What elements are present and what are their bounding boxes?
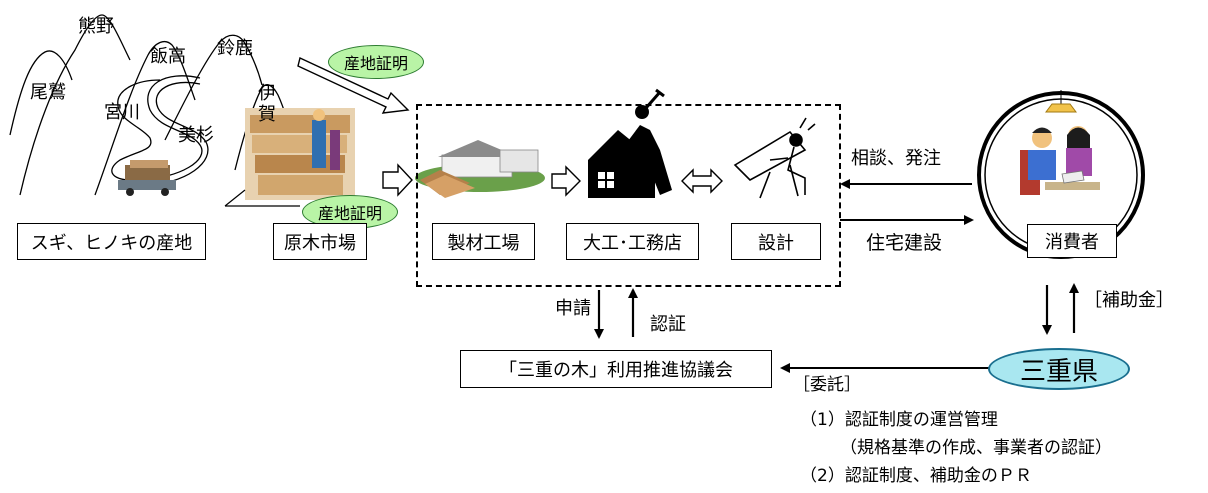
entrust-item-2: （2）認証制度、補助金のＰＲ [800, 466, 1032, 486]
region-label-miyagawa: 宮川 [104, 102, 140, 123]
origin-cert-arrow [297, 57, 410, 114]
log-market-photo-icon [245, 108, 355, 200]
region-label-suzuka: 鈴鹿 [217, 38, 253, 59]
market-to-sawmill-arrow [382, 163, 413, 197]
region-label-kumano: 熊野 [78, 16, 114, 37]
mountain-road-inner [141, 81, 209, 187]
council-box: 「三重の木」利用推進協議会 [460, 350, 772, 388]
region-label-iga: 伊 賀 [258, 83, 276, 125]
region-label-iitaka: 飯高 [150, 46, 186, 67]
origin-box: スギ、ヒノキの産地 [17, 223, 206, 260]
consumer-box: 消費者 [1027, 224, 1117, 258]
sawmill-box: 製材工場 [432, 223, 535, 260]
designer-icon [733, 117, 816, 199]
market-underline-left [224, 189, 246, 207]
housing-label: 住宅建設 [866, 232, 943, 254]
region-label-owase: 尾鷲 [30, 82, 66, 103]
certify-label: 認証 [650, 314, 686, 335]
truck-icon [118, 160, 176, 196]
subsidy-label: ［補助金］ [1084, 290, 1174, 311]
origin-certificate-badge: 産地証明 [328, 45, 424, 79]
design-box: 設計 [731, 223, 821, 260]
mie-prefecture-oval: 三重県 [988, 348, 1130, 390]
sawmill-to-builder-arrow [551, 165, 581, 197]
mountain-ridge [19, 14, 131, 196]
mountain-ridge [94, 41, 196, 196]
builder-icon [588, 88, 672, 198]
production-group-frame [416, 104, 841, 287]
entrust-label: ［委託］ [793, 375, 861, 395]
entrust-item-1: （1）認証制度の運営管理 [800, 410, 998, 430]
log-market-box: 原木市場 [273, 223, 367, 260]
consumer-couple-icon [1020, 90, 1100, 195]
consult-order-label: 相談、発注 [851, 148, 941, 169]
apply-label: 申請 [555, 298, 591, 319]
entrust-item-1-sub: （規格基準の作成、事業者の認証） [840, 438, 1112, 458]
builder-design-double-arrow [681, 168, 723, 194]
mountain-ridge [9, 50, 73, 136]
mountain-ridge [164, 34, 263, 141]
builder-box: 大工･工務店 [566, 223, 699, 260]
region-label-misugi: 美杉 [178, 125, 214, 146]
sawmill-icon [415, 140, 545, 198]
